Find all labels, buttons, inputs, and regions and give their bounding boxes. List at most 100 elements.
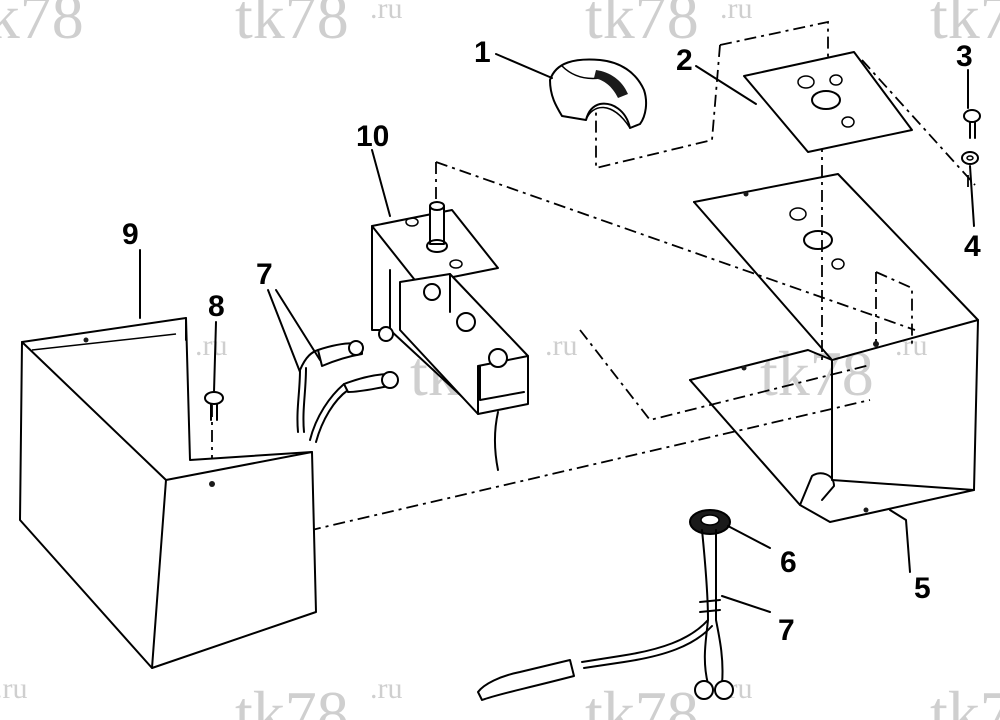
bracket-rivet (863, 507, 869, 513)
part-8-screw (204, 391, 224, 421)
wire-lug-ring (381, 371, 399, 389)
washer-hole (966, 155, 974, 161)
knob-shade (594, 70, 628, 98)
wire-lead (309, 383, 345, 441)
leader-lines (139, 53, 975, 613)
harness-ring-lug (714, 680, 734, 700)
watermark-text: tk78 (585, 0, 699, 52)
bracket-bottom-edge (689, 349, 833, 381)
washer (961, 151, 979, 165)
leader-line (371, 149, 391, 217)
harness-sleeve (699, 599, 721, 613)
switch-block (479, 365, 525, 401)
bracket-center-hole (803, 230, 833, 250)
part-1-knob (549, 58, 648, 129)
bracket-rivet (873, 341, 879, 347)
leader-line (721, 595, 771, 613)
wire-lead (296, 369, 301, 433)
watermark-suffix: .ru (720, 0, 753, 25)
wire-lead (315, 389, 349, 443)
watermark-text: tk78 (235, 0, 349, 52)
assembly-line (595, 44, 721, 170)
bracket-rivet (741, 365, 747, 371)
bracket-rivet (743, 191, 749, 197)
callout-6: 6 (780, 546, 797, 579)
switch-hole (405, 217, 419, 227)
terminal-screw (378, 326, 394, 342)
knob-body (549, 58, 648, 129)
part-3-screw (963, 109, 981, 139)
wire-probe (477, 659, 575, 701)
assembly-line (875, 271, 913, 345)
part-5-bracket (689, 173, 979, 523)
switch-lead-wire (494, 411, 499, 471)
callout-labels: 1 2 3 4 5 6 7 7 8 9 10 (122, 36, 981, 647)
callout-7-upper: 7 (256, 258, 273, 291)
watermark-text: tk78 (0, 0, 84, 52)
wire-lead (302, 367, 307, 433)
leader-line (889, 509, 911, 573)
watermark-text: tk78 (930, 0, 1000, 52)
watermark-suffix: .ru (545, 329, 578, 362)
plate-center-hole (811, 90, 841, 110)
cover-hole (209, 481, 215, 487)
callout-1: 1 (474, 36, 491, 69)
switch-shaft (429, 205, 445, 245)
part-2-plate (743, 51, 913, 153)
switch-top-plate (371, 209, 499, 285)
knob-face (585, 106, 631, 129)
callout-7-lower: 7 (778, 614, 795, 647)
callout-5: 5 (914, 572, 931, 605)
callout-8: 8 (208, 290, 225, 323)
terminal-screw (423, 283, 441, 301)
harness-wire (583, 625, 713, 669)
assembly-line (861, 59, 976, 186)
harness-wire (701, 529, 709, 685)
screw-shank (969, 121, 976, 139)
plate-hole (829, 74, 843, 86)
callout-10: 10 (356, 120, 389, 153)
switch-shaft-base (426, 239, 448, 253)
callout-2: 2 (676, 44, 693, 77)
leader-line (695, 65, 757, 105)
harness-wire (581, 619, 709, 663)
watermark-text: tk78 (235, 678, 349, 720)
leader-line (495, 53, 553, 79)
leader-line (969, 165, 975, 227)
cover-outline (19, 317, 317, 669)
watermark-text: tk78 (930, 678, 1000, 720)
harness-wire (714, 529, 724, 685)
plate-hole (841, 116, 855, 128)
watermark-text: tk78 (760, 338, 874, 409)
cover-hole (83, 337, 89, 343)
switch-hole (449, 259, 463, 269)
assembly-line (719, 20, 829, 80)
wire-lead (299, 349, 319, 371)
part-9-cover (19, 317, 317, 669)
part-10-switch-assembly (371, 201, 529, 471)
switch-shaft-top (429, 201, 445, 211)
bracket-hole (831, 258, 845, 270)
part-6-grommet (689, 509, 731, 535)
grommet-hole (700, 514, 720, 526)
screw-head (204, 391, 224, 405)
wire-lug-ring (348, 340, 364, 356)
callout-3: 3 (956, 40, 973, 73)
part-7-wire-harness-lower (477, 529, 734, 701)
plate-outline (743, 51, 913, 153)
bracket-fold (693, 201, 979, 361)
watermark-suffix: .ru (370, 672, 403, 705)
part-7-wire-leads-upper (296, 340, 399, 443)
terminal-screw (488, 348, 508, 368)
watermark-text: tk78 (585, 678, 699, 720)
bracket-slot (799, 472, 835, 506)
leader-line (727, 525, 771, 549)
terminal-screw (456, 312, 476, 332)
assembly-line (435, 161, 916, 331)
watermark-suffix: .ru (195, 329, 228, 362)
part-4-washer (961, 151, 979, 165)
cover-top-edge (165, 451, 313, 481)
